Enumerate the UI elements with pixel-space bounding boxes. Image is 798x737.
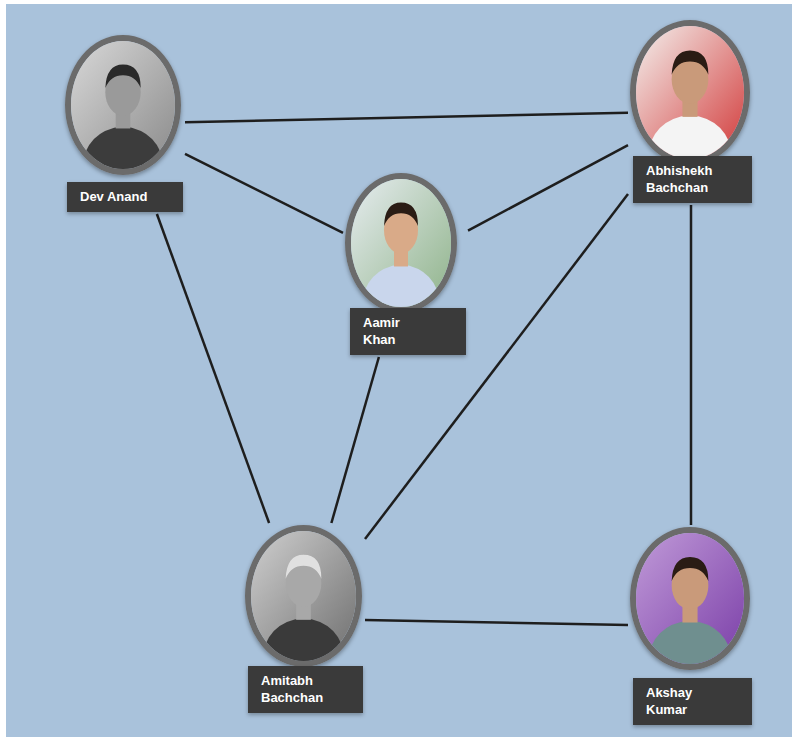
connection-line: [331, 357, 379, 523]
photo-oval: [630, 527, 750, 670]
actor-node: Akshay Kumar: [630, 527, 752, 725]
connection-line: [365, 620, 628, 625]
actor-node: Dev Anand: [65, 35, 183, 212]
portrait-photo: [351, 179, 451, 307]
portrait-photo: [636, 26, 744, 159]
photo-oval: [65, 35, 181, 175]
name-tag: Abhishekh Bachchan: [633, 156, 752, 203]
portrait-photo: [251, 531, 356, 661]
photo-oval: [245, 525, 362, 667]
connection-line: [157, 214, 269, 523]
photo-oval: [345, 173, 457, 313]
actor-node: Amitabh Bachchan: [245, 525, 363, 713]
name-tag: Aamir Khan: [350, 308, 466, 355]
connection-line: [468, 145, 628, 230]
actor-name: Akshay Kumar: [646, 684, 692, 718]
photo-oval: [630, 20, 750, 165]
name-tag: Dev Anand: [67, 182, 183, 212]
connection-line: [690, 205, 693, 525]
portrait-photo: [71, 41, 175, 169]
portrait-photo: [636, 533, 744, 664]
actor-node: Aamir Khan: [345, 173, 466, 355]
actor-name: Dev Anand: [80, 188, 147, 205]
connection-line: [185, 154, 343, 233]
actor-name: Abhishekh Bachchan: [646, 162, 712, 196]
connection-line: [185, 113, 628, 122]
name-tag: Amitabh Bachchan: [248, 666, 363, 713]
name-tag: Akshay Kumar: [633, 678, 752, 725]
actor-node: Abhishekh Bachchan: [630, 20, 752, 203]
actor-name: Amitabh Bachchan: [261, 672, 323, 706]
connection-line: [365, 194, 628, 539]
actor-name: Aamir Khan: [363, 314, 400, 348]
